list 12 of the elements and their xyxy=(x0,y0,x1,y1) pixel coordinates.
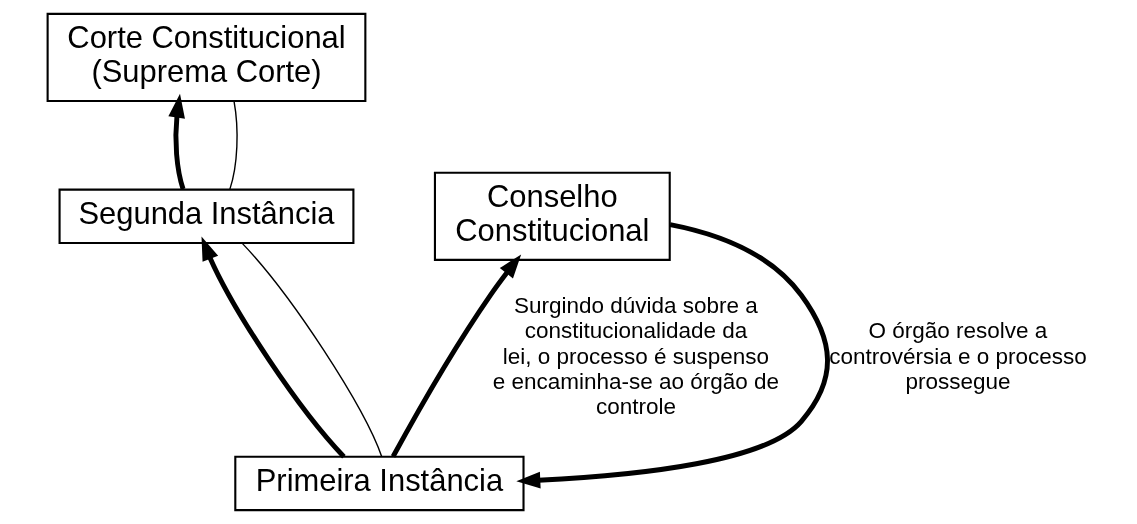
node-box: Primeira Instância xyxy=(234,455,525,512)
arrow xyxy=(168,93,186,190)
connector xyxy=(229,100,238,190)
arrow xyxy=(516,222,830,489)
connector xyxy=(241,242,383,458)
arrow xyxy=(201,236,346,459)
arrow xyxy=(390,254,522,458)
node-box: Segunda Instância xyxy=(58,188,355,245)
edge-label: O órgão resolve a controvérsia e o processo prossegue xyxy=(829,318,1087,394)
node-box: Corte Constitucional (Suprema Corte) xyxy=(46,12,367,103)
edge-label: Surgindo dúvida sobre a constitucionalidade da lei, o processo é suspenso e encaminha-se ao órgão de controle xyxy=(492,293,780,420)
node-box: Conselho Constitucional xyxy=(433,171,671,261)
